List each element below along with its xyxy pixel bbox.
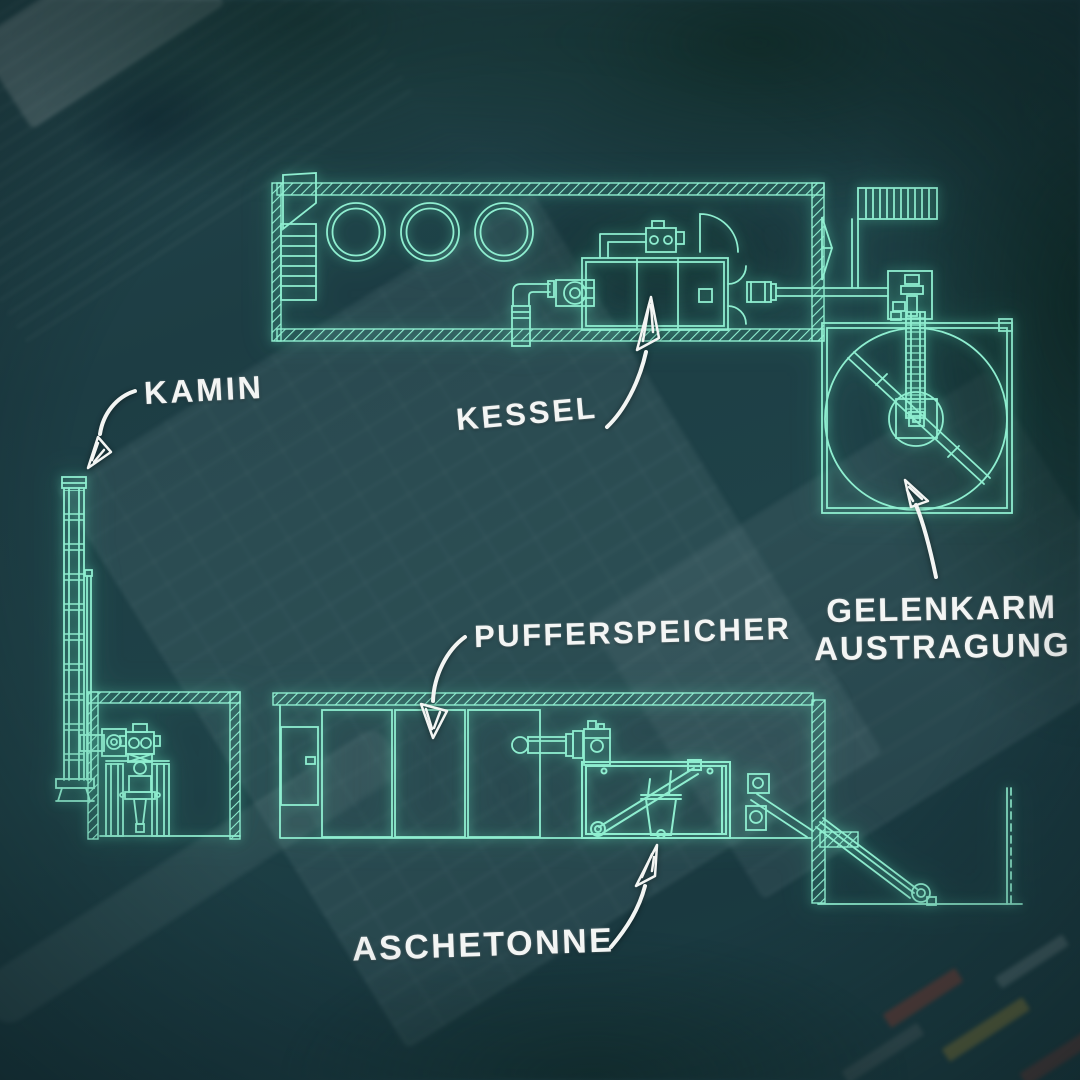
- gelenkarm-arrow: [903, 478, 938, 579]
- aschetonne-arrow: [609, 843, 659, 949]
- pufferspeicher-arrow: [419, 635, 467, 740]
- label-gelenkarm-line1: GELENKARM: [826, 587, 1058, 630]
- label-gelenkarm-line2: AUSTRAGUNG: [813, 626, 1071, 668]
- kamin-arrow: [86, 389, 137, 470]
- label-kamin: KAMIN: [143, 368, 265, 412]
- label-gelenkarm-austragung: GELENKARM AUSTRAGUNG: [805, 588, 1078, 669]
- kessel-arrow: [605, 295, 661, 429]
